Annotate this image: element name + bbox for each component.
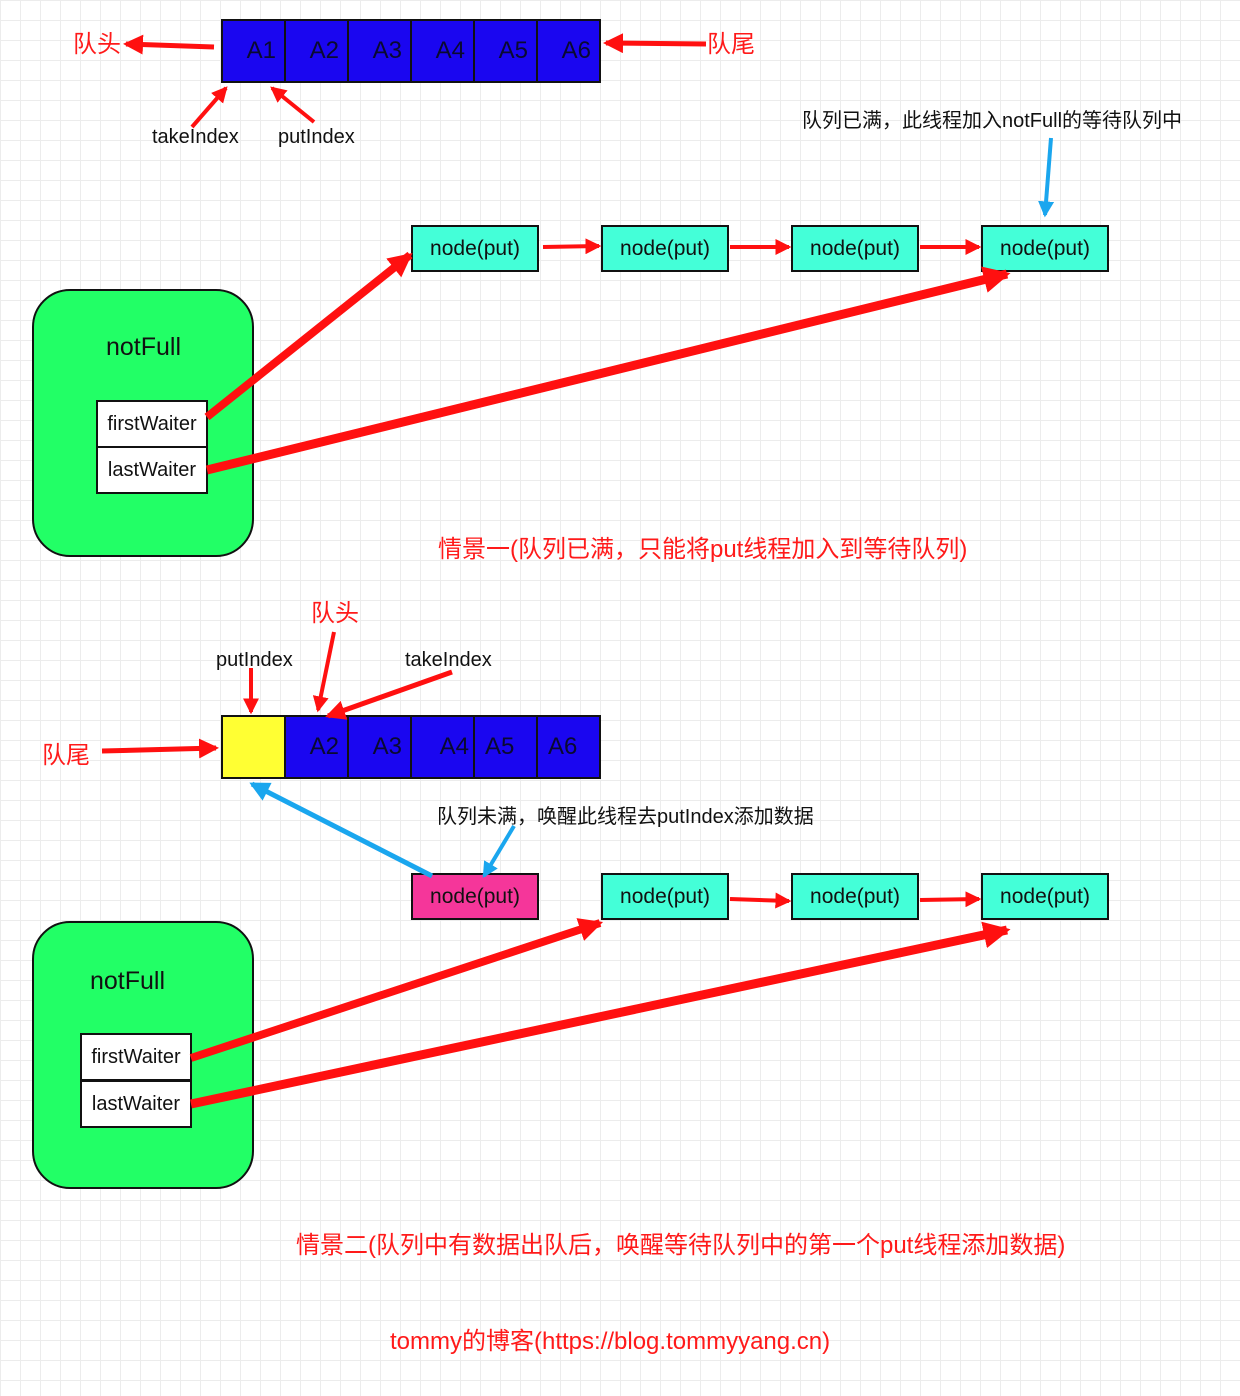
scene2-last-waiter-arrow [190, 921, 1011, 1109]
scene2-last-waiter: lastWaiter [80, 1080, 192, 1128]
scene2-wake-arrow [249, 781, 434, 879]
scene1-queue-head-label: 队头 [73, 31, 121, 58]
scene1-wait-node: node(put) [791, 225, 919, 272]
scene1-queue-tail-label: 队尾 [707, 31, 755, 58]
scene2-node-link [919, 891, 982, 908]
scene2-condition-title: notFull [90, 967, 166, 995]
scene2-queue-cell: A3 [347, 715, 412, 779]
scene1-wait-node: node(put) [601, 225, 729, 272]
scene2-first-waiter-arrow [189, 918, 604, 1062]
scene2-wait-node: node(put) [791, 873, 919, 920]
scene1-queue-cell: A6 [536, 19, 601, 83]
scene1-wait-node: node(put) [411, 225, 539, 272]
scene2-take-index-arrow [325, 669, 453, 720]
scene2-condition-notfull: notFull firstWaiter lastWaiter [32, 921, 254, 1189]
scene1-condition-notfull: notFull firstWaiter lastWaiter [32, 289, 254, 557]
scene1-caption: 情景一(队列已满，只能将put线程加入到等待队列) [438, 536, 968, 563]
scene2-put-index-label: putIndex [216, 649, 293, 671]
scene1-queue-cell: A1 [221, 19, 286, 83]
scene2-queue-cell: A4 [410, 715, 475, 779]
scene2-queue-cell: A6 [536, 715, 601, 779]
scene1-first-waiter: firstWaiter [96, 400, 208, 448]
scene1-put-index-arrow [270, 86, 316, 124]
scene1-node-link [542, 238, 602, 255]
footer-blog-link: tommy的博客(https://blog.tommyyang.cn) [390, 1328, 831, 1355]
scene2-caption: 情景二(队列中有数据出队后，唤醒等待队列中的第一个put线程添加数据) [296, 1232, 1066, 1259]
scene1-take-index-label: takeIndex [152, 126, 239, 148]
scene1-queue-cell: A4 [410, 19, 475, 83]
scene1-annotation: 队列已满，此线程加入notFull的等待队列中 [802, 110, 1183, 132]
scene2-take-index-label: takeIndex [405, 649, 492, 671]
scene1-first-waiter-arrow [204, 251, 413, 421]
scene2-wait-node: node(put) [601, 873, 729, 920]
scene1-tail-arrow [603, 33, 707, 54]
scene1-queue-cell: A2 [284, 19, 349, 83]
scene2-woken-node: node(put) [411, 873, 539, 920]
scene1-wait-node: node(put) [981, 225, 1109, 272]
scene2-head-arrow [312, 631, 336, 713]
scene2-node-link [729, 892, 792, 909]
scene1-last-waiter: lastWaiter [96, 446, 208, 494]
scene2-tail-arrow [101, 738, 219, 759]
scene2-annotation-arrow [482, 824, 516, 879]
scene2-wait-node: node(put) [981, 873, 1109, 920]
scene2-queue-tail-label: 队尾 [42, 742, 90, 769]
scene2-queue-head-label: 队头 [311, 600, 359, 627]
scene1-queue-cell: A3 [347, 19, 412, 83]
scene1-take-index-arrow [190, 86, 228, 129]
scene2-annotation: 队列未满，唤醒此线程去putIndex添加数据 [437, 806, 814, 828]
scene2-empty-slot [221, 715, 286, 779]
scene2-first-waiter: firstWaiter [80, 1033, 192, 1081]
scene1-head-arrow [123, 34, 215, 55]
scene1-last-waiter-arrow [205, 266, 1011, 475]
scene1-put-index-label: putIndex [278, 126, 355, 148]
scene1-condition-title: notFull [106, 333, 182, 361]
scene1-annotation-arrow [1038, 137, 1055, 218]
